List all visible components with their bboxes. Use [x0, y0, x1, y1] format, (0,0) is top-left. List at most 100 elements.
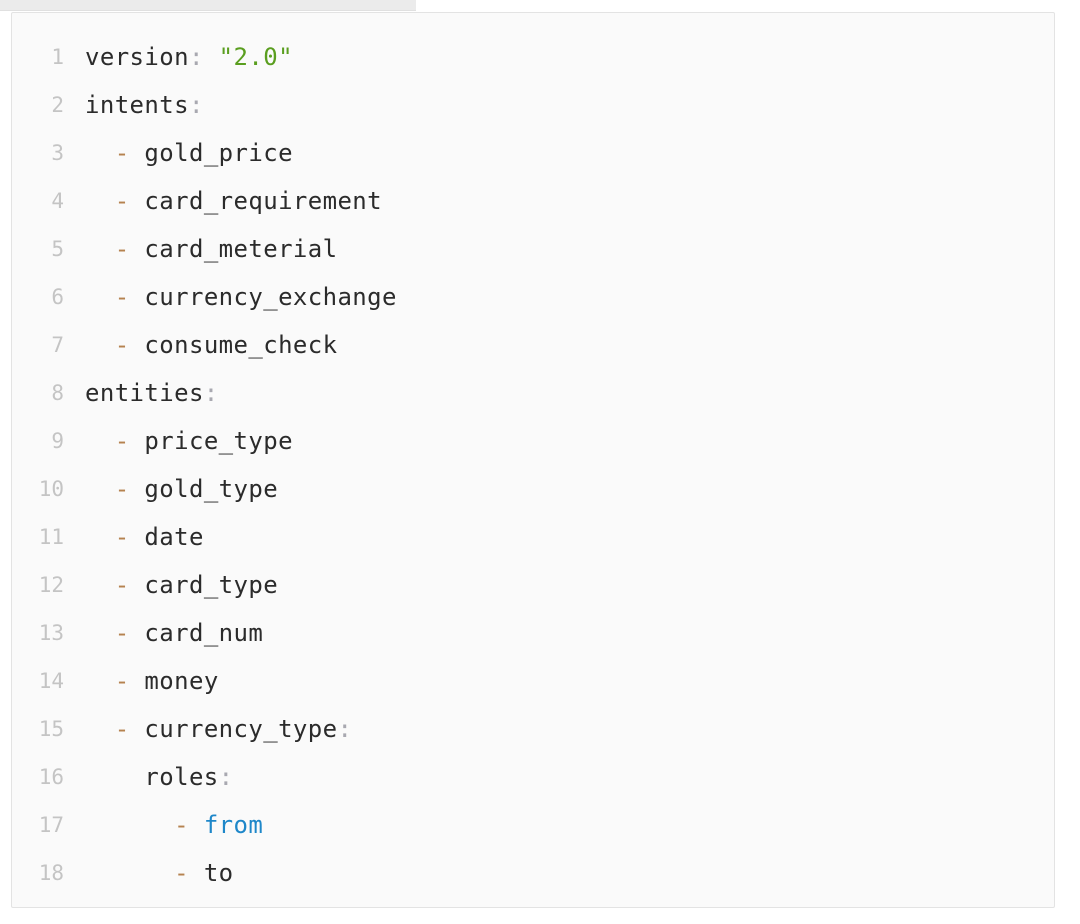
- line-content: - money: [85, 657, 219, 705]
- line-number: 14: [38, 669, 64, 693]
- line-content: - card_num: [85, 609, 263, 657]
- indent-space: [130, 187, 145, 215]
- list-dash: -: [114, 667, 130, 695]
- code-line[interactable]: 13 - card_num: [12, 609, 1054, 657]
- line-content: - from: [85, 801, 263, 849]
- code-line[interactable]: 7 - consume_check: [12, 321, 1054, 369]
- line-content: - currency_type:: [85, 705, 352, 753]
- list-dash: -: [114, 571, 130, 599]
- yaml-value: gold_type: [144, 475, 279, 503]
- code-line[interactable]: 5 - card_meterial: [12, 225, 1054, 273]
- list-dash: -: [174, 811, 189, 839]
- yaml-key: version: [85, 43, 189, 71]
- indent-space: [130, 427, 145, 455]
- indent-space: [85, 187, 115, 215]
- line-number: 12: [38, 573, 64, 597]
- yaml-value: currency_exchange: [144, 283, 397, 311]
- indent-space: [189, 859, 204, 887]
- indent-space: [130, 619, 145, 647]
- list-dash: -: [114, 187, 130, 215]
- code-line[interactable]: 2 intents:: [12, 81, 1054, 129]
- list-dash: -: [114, 331, 130, 359]
- list-dash: -: [114, 475, 130, 503]
- line-content: - date: [85, 513, 204, 561]
- yaml-value: card_meterial: [144, 235, 338, 263]
- list-dash: -: [114, 235, 130, 263]
- indent-space: [204, 43, 219, 71]
- line-number: 17: [38, 813, 64, 837]
- code-line[interactable]: 11 - date: [12, 513, 1054, 561]
- yaml-value: money: [144, 667, 219, 695]
- indent-space: [85, 667, 115, 695]
- line-number: 15: [38, 717, 64, 741]
- indent-space: [85, 331, 115, 359]
- indent-space: [85, 619, 115, 647]
- indent-space: [130, 283, 145, 311]
- yaml-value: from: [203, 811, 264, 839]
- yaml-value: "2.0": [218, 43, 293, 71]
- line-content: entities:: [85, 369, 219, 417]
- line-number: 1: [51, 45, 64, 69]
- yaml-value: to: [203, 859, 234, 887]
- line-number: 18: [38, 861, 64, 885]
- indent-space: [85, 475, 115, 503]
- code-line[interactable]: 6 - currency_exchange: [12, 273, 1054, 321]
- line-number: 11: [38, 525, 64, 549]
- code-line[interactable]: 9 - price_type: [12, 417, 1054, 465]
- line-number: 10: [38, 477, 64, 501]
- list-dash: -: [174, 859, 189, 887]
- line-content: intents:: [85, 81, 204, 129]
- indent-space: [85, 763, 144, 791]
- line-number: 2: [51, 93, 64, 117]
- line-content: - consume_check: [85, 321, 337, 369]
- indent-space: [85, 523, 115, 551]
- list-dash: -: [114, 283, 130, 311]
- line-number: 6: [51, 285, 64, 309]
- code-line[interactable]: 18 - to: [12, 849, 1054, 897]
- yaml-key: intents: [85, 91, 189, 119]
- indent-space: [130, 475, 145, 503]
- yaml-colon: :: [218, 763, 234, 791]
- line-content: - gold_type: [85, 465, 278, 513]
- line-number: 3: [51, 141, 64, 165]
- yaml-colon: :: [337, 715, 353, 743]
- code-line[interactable]: 10 - gold_type: [12, 465, 1054, 513]
- indent-space: [189, 811, 204, 839]
- code-line[interactable]: 12 - card_type: [12, 561, 1054, 609]
- line-content: roles:: [85, 753, 234, 801]
- line-content: - card_requirement: [85, 177, 382, 225]
- line-number: 16: [38, 765, 64, 789]
- yaml-key: currency_type: [144, 715, 338, 743]
- indent-space: [130, 235, 145, 263]
- yaml-value: consume_check: [144, 331, 338, 359]
- line-content: - to: [85, 849, 234, 897]
- yaml-value: card_requirement: [144, 187, 383, 215]
- code-line[interactable]: 14 - money: [12, 657, 1054, 705]
- line-number: 9: [51, 429, 64, 453]
- list-dash: -: [114, 139, 130, 167]
- code-line[interactable]: 3 - gold_price: [12, 129, 1054, 177]
- yaml-colon: :: [203, 379, 219, 407]
- yaml-value: card_type: [144, 571, 279, 599]
- line-number: 13: [38, 621, 64, 645]
- code-line[interactable]: 4 - card_requirement: [12, 177, 1054, 225]
- code-line[interactable]: 17 - from: [12, 801, 1054, 849]
- indent-space: [85, 811, 174, 839]
- code-line[interactable]: 15 - currency_type:: [12, 705, 1054, 753]
- indent-space: [130, 715, 145, 743]
- line-content: - card_meterial: [85, 225, 337, 273]
- code-line[interactable]: 16 roles:: [12, 753, 1054, 801]
- indent-space: [130, 139, 145, 167]
- indent-space: [85, 571, 115, 599]
- indent-space: [85, 715, 115, 743]
- yaml-value: gold_price: [144, 139, 293, 167]
- indent-space: [85, 427, 115, 455]
- yaml-value: card_num: [144, 619, 264, 647]
- cut-off-toolbar-strip: [0, 0, 416, 11]
- list-dash: -: [114, 523, 130, 551]
- indent-space: [130, 331, 145, 359]
